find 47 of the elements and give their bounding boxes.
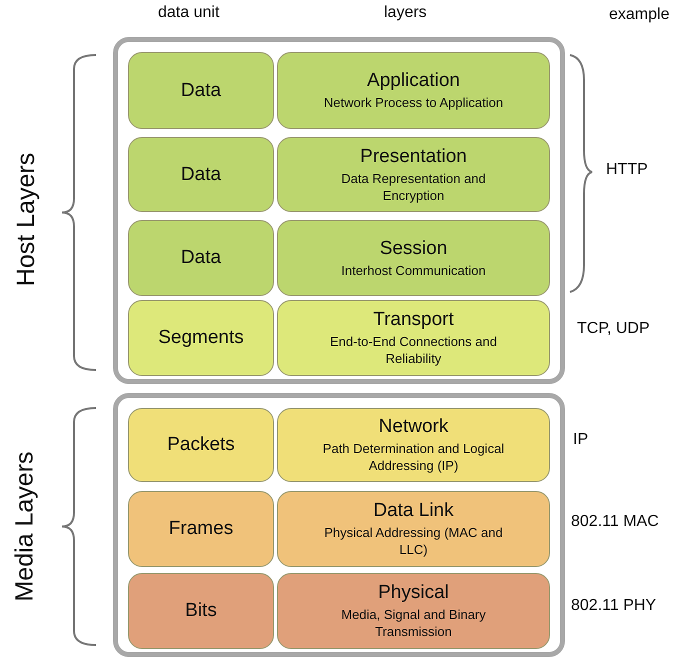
column-header: data unit (158, 4, 220, 22)
layer-name: Data (180, 80, 222, 102)
layer-group-box (113, 393, 565, 657)
layer-description: Data Representation and Encryption (340, 170, 487, 204)
layer-box (277, 137, 550, 212)
layer-name: Application (367, 70, 460, 92)
column-header: example (609, 6, 670, 24)
example-label: TCP, UDP (577, 320, 650, 338)
group-label: Media Layers (10, 451, 40, 602)
layer-description: End-to-End Connections and Reliability (329, 333, 498, 367)
example-label: 802.11 PHY (571, 597, 656, 615)
data-unit-box (128, 220, 274, 296)
layer-name: Data (180, 164, 222, 186)
group-label: Host Layers (12, 152, 42, 286)
data-unit-box (128, 300, 274, 376)
layer-name: Segments (158, 327, 244, 349)
example-label: 802.11 MAC (571, 513, 659, 531)
layer-box (277, 573, 550, 649)
layer-box (277, 491, 550, 567)
layer-name: Frames (168, 518, 234, 540)
layer-name: Bits (185, 600, 217, 622)
layer-group-box (113, 37, 565, 384)
layer-name: Physical (378, 582, 449, 604)
layer-name: Data Link (373, 500, 454, 522)
example-label: IP (573, 431, 588, 449)
layer-description: Network Process to Application (324, 94, 504, 111)
layer-name: Presentation (360, 146, 467, 168)
layer-description: Interhost Communication (341, 262, 486, 278)
data-unit-box (128, 137, 274, 212)
layer-name: Packets (167, 434, 235, 456)
layer-name: Session (380, 238, 448, 260)
data-unit-box (128, 408, 274, 482)
layer-name: Network (378, 416, 448, 438)
layer-name: Data (180, 247, 222, 269)
layer-box (277, 52, 550, 129)
layer-description: Path Determination and Logical Addressing (IP) (322, 440, 505, 474)
data-unit-box (128, 491, 274, 567)
example-label: HTTP (606, 161, 648, 179)
column-header: layers (384, 4, 427, 22)
layer-name: Transport (373, 309, 454, 331)
layer-box (277, 408, 550, 482)
layer-box (277, 220, 550, 296)
data-unit-box (128, 52, 274, 129)
layer-description: Media, Signal and Binary Transmission (340, 606, 487, 640)
layer-box (277, 300, 550, 376)
layer-description: Physical Addressing (MAC and LLC) (323, 524, 504, 558)
data-unit-box (128, 573, 274, 649)
